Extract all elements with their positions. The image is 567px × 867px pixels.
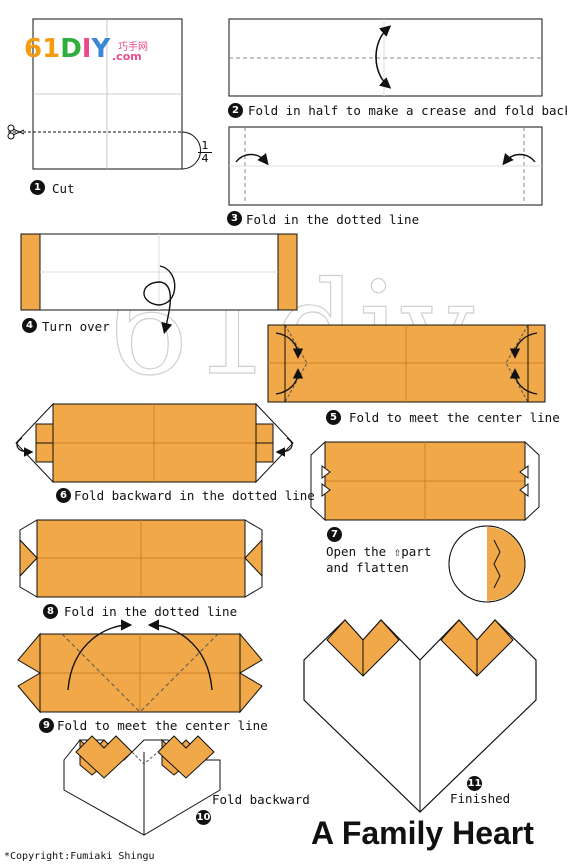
- step-1-caption: Cut: [52, 181, 75, 196]
- step-4-number: 4: [22, 318, 37, 333]
- step-7-figure: [310, 440, 540, 603]
- step-6-number: 6: [56, 488, 71, 503]
- step-5-figure: [267, 324, 546, 403]
- step-2-figure: [228, 18, 543, 97]
- step-3-figure: [228, 126, 543, 206]
- step-9-figure: [17, 619, 263, 714]
- step-11-caption: Finished: [450, 791, 511, 806]
- step-10-caption: Fold backward: [212, 792, 310, 807]
- step-8-figure: [19, 519, 263, 598]
- step-1-number: 1: [30, 180, 45, 195]
- fraction-label: 1 4: [198, 140, 212, 165]
- step-5-caption: Fold to meet the center line: [349, 410, 560, 425]
- logo-subtitle: 巧手网: [118, 42, 148, 53]
- copyright-text: *Copyright:Fumiaki Shingu: [4, 851, 155, 862]
- step-7-number: 7: [327, 527, 342, 542]
- step-4-figure: [20, 233, 298, 335]
- page-title: A Family Heart: [311, 815, 534, 851]
- step-11-figure: [303, 619, 537, 813]
- step-3-number: 3: [227, 211, 242, 226]
- step-2-caption: Fold in half to make a crease and fold b…: [248, 103, 567, 118]
- step-4-caption: Turn over: [42, 319, 110, 334]
- step-7-caption-2: and flatten: [326, 560, 409, 575]
- step-8-caption: Fold in the dotted line: [64, 604, 238, 619]
- site-logo: 61DIY: [24, 34, 111, 64]
- logo-domain: .com: [112, 50, 142, 63]
- step-9-caption: Fold to meet the center line: [57, 718, 268, 733]
- step-6-caption: Fold backward in the dotted line: [74, 488, 315, 503]
- step-9-number: 9: [39, 718, 54, 733]
- step-10-figure: [63, 735, 221, 836]
- step-10-number: 10: [196, 810, 211, 825]
- step-7-caption: Open the ⇧part: [326, 544, 432, 559]
- step-5-number: 5: [326, 410, 341, 425]
- step-11-number: 11: [467, 776, 482, 791]
- step-6-figure: [15, 402, 294, 484]
- step-3-caption: Fold in the dotted line: [246, 212, 420, 227]
- step-1-figure: [7, 18, 201, 170]
- step-8-number: 8: [43, 604, 58, 619]
- step-2-number: 2: [228, 103, 243, 118]
